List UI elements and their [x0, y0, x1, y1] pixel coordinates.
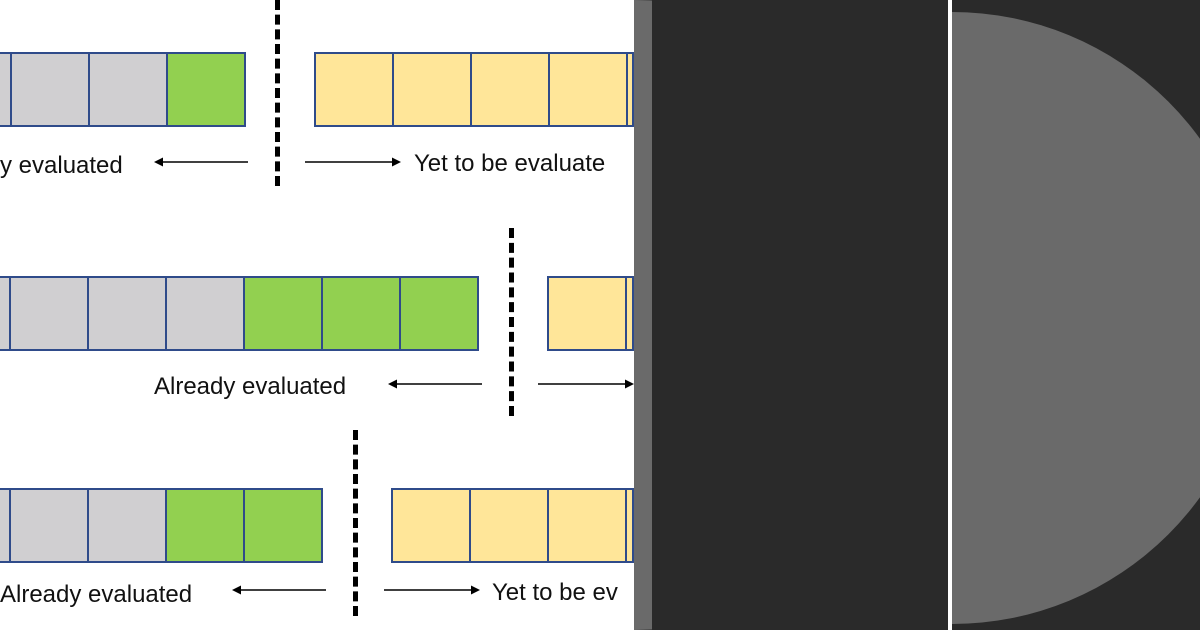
array-cell-evaluated — [88, 52, 168, 127]
row-3-right-arrow — [384, 585, 480, 595]
row-2-divider — [509, 228, 514, 416]
array-cell-pending — [547, 276, 627, 351]
array-diagram: y evaluated Yet to be evaluate Already e… — [0, 0, 634, 630]
array-cell-evaluated — [9, 276, 89, 351]
array-cell-evaluated-now — [321, 276, 401, 351]
array-cell-pending — [470, 52, 550, 127]
row-2-left-arrow — [388, 379, 482, 389]
row-3-left-arrow — [232, 585, 326, 595]
array-cell-evaluated-now — [399, 276, 479, 351]
row-1-left-arrow — [154, 157, 248, 167]
row-1-right-arrow — [305, 157, 401, 167]
array-cell-pending — [625, 276, 634, 351]
array-cell-pending — [548, 52, 628, 127]
row-2-evaluated-label: Already evaluated — [154, 373, 347, 400]
array-cell-pending — [626, 52, 634, 127]
array-cell-pending — [391, 488, 471, 563]
array-cell-pending — [469, 488, 549, 563]
array-cell-evaluated-now — [243, 488, 323, 563]
array-cell-evaluated — [87, 276, 167, 351]
array-cell-evaluated — [10, 52, 90, 127]
array-cell-pending — [547, 488, 627, 563]
dark-preview-panel — [634, 0, 1200, 630]
right-half-circle — [646, 0, 1200, 630]
row-1-pending-label: Yet to be evaluate — [414, 150, 606, 177]
row-2-right-arrow — [538, 379, 634, 389]
row-1-divider — [275, 0, 280, 186]
row-3-pending-label: Yet to be ev — [492, 579, 618, 606]
array-cell-pending — [625, 488, 634, 563]
array-cell-pending — [314, 52, 394, 127]
array-cell-evaluated-now — [243, 276, 323, 351]
array-cell-evaluated-now — [165, 488, 245, 563]
array-cell-evaluated-now — [166, 52, 246, 127]
row-3-evaluated-label: Already evaluated — [0, 581, 193, 608]
array-cell-evaluated — [87, 488, 167, 563]
array-cell-pending — [392, 52, 472, 127]
row-3-divider — [353, 430, 358, 616]
row-1-evaluated-label: y evaluated — [0, 152, 123, 179]
array-cell-evaluated — [165, 276, 245, 351]
array-cell-evaluated — [9, 488, 89, 563]
